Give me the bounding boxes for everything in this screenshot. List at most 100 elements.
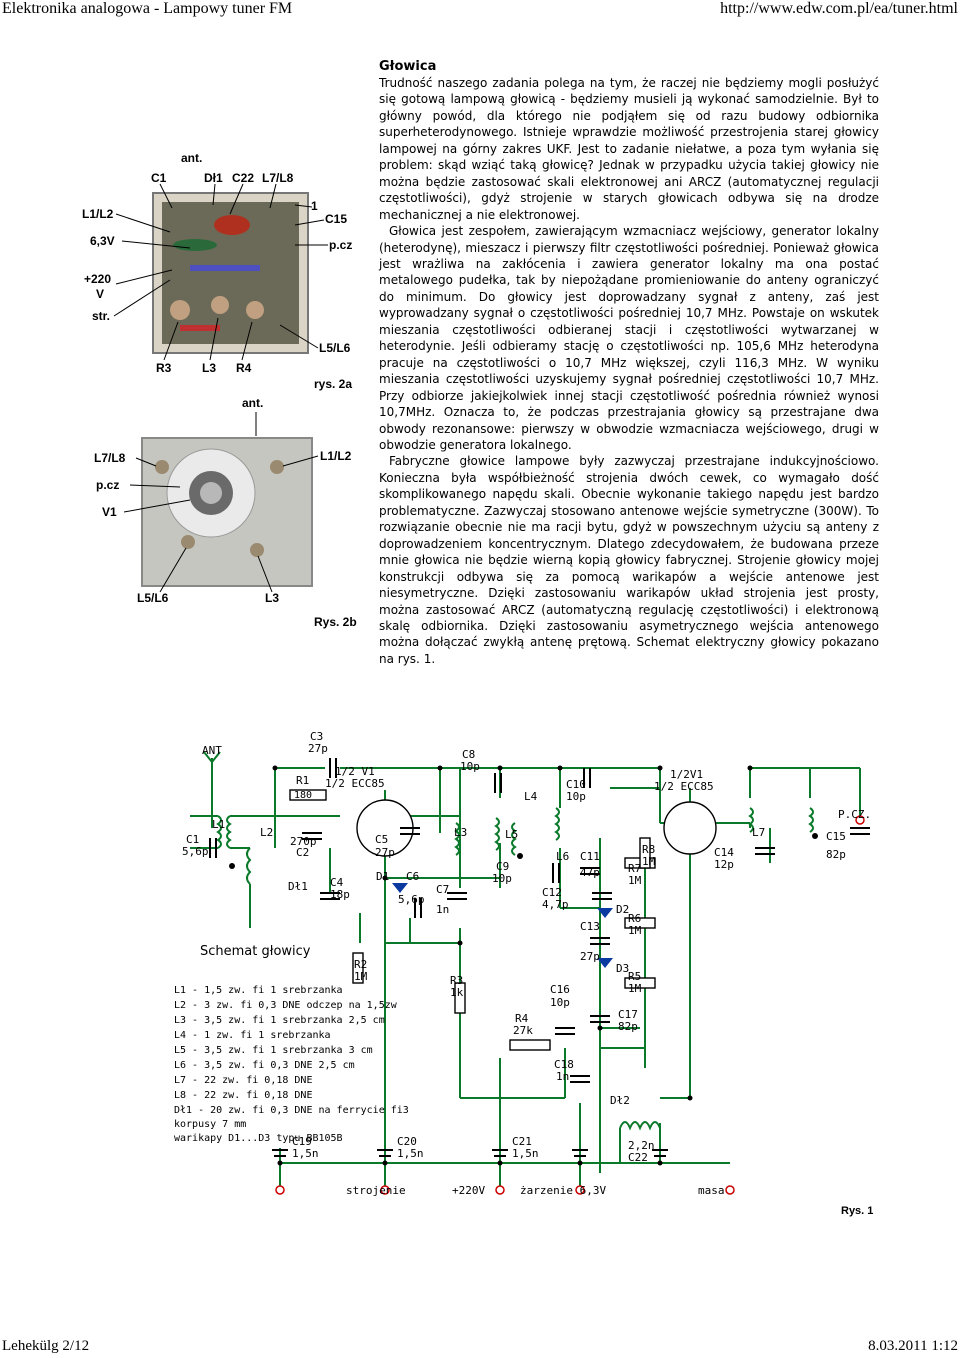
label-v1b: 1/2 ECC85 bbox=[325, 777, 385, 790]
value-c15: 82p bbox=[826, 848, 846, 861]
terminal-label-strojenie: strojenie bbox=[346, 1184, 406, 1197]
photo-2b: ant. L7/L8 L1/L2 p.cz V1 L5/L6 L3 Rys. 2… bbox=[94, 396, 357, 629]
legend-line: Dł1 - 20 zw. fi 0,3 DNE na ferrycie fi3 bbox=[174, 1105, 409, 1116]
photo-2a-label: p.cz bbox=[329, 238, 352, 252]
resistor-r8 bbox=[639, 837, 651, 869]
label-c19: C19 bbox=[292, 1135, 312, 1148]
label-c14: C14 bbox=[714, 846, 734, 859]
schematic-caption: Rys. 1 bbox=[841, 1205, 873, 1217]
label-l5: L5 bbox=[505, 828, 518, 841]
schematic-wires bbox=[190, 751, 861, 1188]
schematic-title: Schemat głowicy bbox=[200, 944, 311, 959]
legend-line: L6 - 3,5 zw. fi 0,3 DNE 2,5 cm bbox=[174, 1060, 355, 1071]
varicap-d2 bbox=[597, 908, 613, 918]
label-c15: C15 bbox=[826, 830, 846, 843]
resistor-r4 bbox=[509, 1039, 551, 1051]
photo-2b-label: p.cz bbox=[96, 478, 119, 492]
legend-line: L8 - 22 zw. fi 0,18 DNE bbox=[174, 1090, 312, 1101]
label-dl1: Dł1 bbox=[288, 880, 308, 893]
photo-2a-label: L3 bbox=[202, 361, 216, 375]
photo-2b-leader-lines bbox=[123, 412, 319, 593]
label-d2: D2 bbox=[616, 903, 629, 916]
photo-2a: ant. C1 Dł1 C22 L7/L8 1 L1/L2 C15 6,3V p… bbox=[82, 151, 352, 391]
coil-legend: L1 - 1,5 zw. fi 1 srebrzanka L2 - 3 zw. … bbox=[174, 985, 409, 1144]
terminal-masa bbox=[725, 1185, 735, 1195]
photo-2a-label: str. bbox=[92, 309, 110, 323]
label-c16: C16 bbox=[550, 983, 570, 996]
photo-2b-coil-hole bbox=[250, 543, 264, 557]
label-l7: L7 bbox=[752, 826, 765, 839]
label-l3: L3 bbox=[454, 826, 467, 839]
schematic-components bbox=[289, 789, 717, 1051]
value-c9: 10p bbox=[492, 872, 512, 885]
value-r2: 1M bbox=[354, 970, 368, 983]
value-c18: 1n bbox=[556, 1070, 569, 1083]
photo-2a-label: L5/L6 bbox=[319, 341, 351, 355]
photo-2b-caption: Rys. 2b bbox=[314, 615, 357, 629]
article-heading: Głowica bbox=[379, 59, 437, 74]
value-c22: 2,2n bbox=[628, 1139, 655, 1152]
label-c4: C4 bbox=[330, 876, 344, 889]
label-c13: C13 bbox=[580, 920, 600, 933]
photo-2a-label: C15 bbox=[325, 212, 347, 226]
schematic-coils bbox=[454, 807, 814, 856]
label-r5: R5 bbox=[628, 970, 641, 983]
terminal-zarzenie-a bbox=[495, 1185, 505, 1195]
photo-2a-leader-lines bbox=[113, 183, 328, 361]
value-c21: 1,5n bbox=[512, 1147, 539, 1160]
terminal-220v bbox=[380, 1185, 390, 1195]
label-c11: C11 bbox=[580, 850, 600, 863]
photo-2a-label: Dł1 bbox=[204, 171, 223, 185]
legend-line: korpusy 7 mm bbox=[174, 1119, 246, 1130]
label-pcz: P.CZ. bbox=[838, 808, 871, 821]
value-c8: 10p bbox=[460, 760, 480, 773]
schematic-labels: ANT C3 27p R1 180 1/2 V1 1/2 ECC85 C8 10… bbox=[182, 730, 871, 1197]
value-c13: 27p bbox=[580, 950, 600, 963]
label-c12: C12 bbox=[542, 886, 562, 899]
label-r2: R2 bbox=[354, 958, 367, 971]
photo-2a-label: L1/L2 bbox=[82, 207, 114, 221]
page-footer-number: Lehekülg 2/12 bbox=[2, 1338, 90, 1354]
article-paragraph: Głowica jest zespołem, zawierającym wzma… bbox=[379, 224, 879, 452]
photo-2b-label: ant. bbox=[242, 396, 263, 410]
resistor-r2 bbox=[352, 952, 364, 984]
article: Głowica Trudność naszego zadania polega … bbox=[379, 59, 879, 667]
value-c2: 270p bbox=[290, 835, 317, 848]
value-r5: 1M bbox=[628, 982, 642, 995]
photo-2a-label: +220 bbox=[84, 272, 111, 286]
page-header-url[interactable]: http://www.edw.com.pl/ea/tuner.html bbox=[720, 0, 958, 17]
value-r4: 27k bbox=[513, 1024, 533, 1037]
resistor-r5 bbox=[624, 977, 656, 989]
photo-2b-tube-top bbox=[200, 482, 222, 504]
resistor-r1 bbox=[289, 789, 327, 801]
legend-line: L7 - 22 zw. fi 0,18 DNE bbox=[174, 1075, 312, 1086]
value-r3: 1k bbox=[450, 986, 464, 999]
photo-2b-label: L3 bbox=[265, 591, 279, 605]
label-c17: C17 bbox=[618, 1008, 638, 1021]
value-c19: 1,5n bbox=[292, 1147, 319, 1160]
value-c3: 27p bbox=[308, 742, 328, 755]
label-v2a: 1/2V1 bbox=[670, 768, 703, 781]
schematic-diagram: ANT C3 27p R1 180 1/2 V1 1/2 ECC85 C8 10… bbox=[174, 730, 873, 1217]
terminal-pcz bbox=[855, 815, 865, 825]
value-c12: 4,7p bbox=[542, 898, 569, 911]
terminal-label-220v: +220V bbox=[452, 1184, 485, 1197]
value-r6: 1M bbox=[628, 924, 642, 937]
value-c11: 47p bbox=[580, 866, 600, 879]
value-c5: 27p bbox=[375, 846, 395, 859]
label-r3: R3 bbox=[450, 974, 463, 987]
tuner-photos: ant. C1 Dł1 C22 L7/L8 1 L1/L2 C15 6,3V p… bbox=[82, 151, 357, 629]
legend-line: L2 - 3 zw. fi 0,3 DNE odczep na 1,5zw bbox=[174, 1000, 398, 1011]
photo-2a-coil bbox=[211, 296, 229, 314]
terminal-zarzenie-b bbox=[575, 1185, 585, 1195]
photo-2a-label: R4 bbox=[236, 361, 252, 375]
value-c7: 1n bbox=[436, 903, 449, 916]
value-c1: 5,6p bbox=[182, 845, 209, 858]
varicap-d1 bbox=[392, 883, 408, 893]
photo-2a-resistor bbox=[173, 239, 217, 251]
value-c14: 12p bbox=[714, 858, 734, 871]
value-c6: 5,6p bbox=[398, 893, 425, 906]
label-c22: C22 bbox=[628, 1151, 648, 1164]
value-c20: 1,5n bbox=[397, 1147, 424, 1160]
photo-2a-label: C1 bbox=[151, 171, 167, 185]
